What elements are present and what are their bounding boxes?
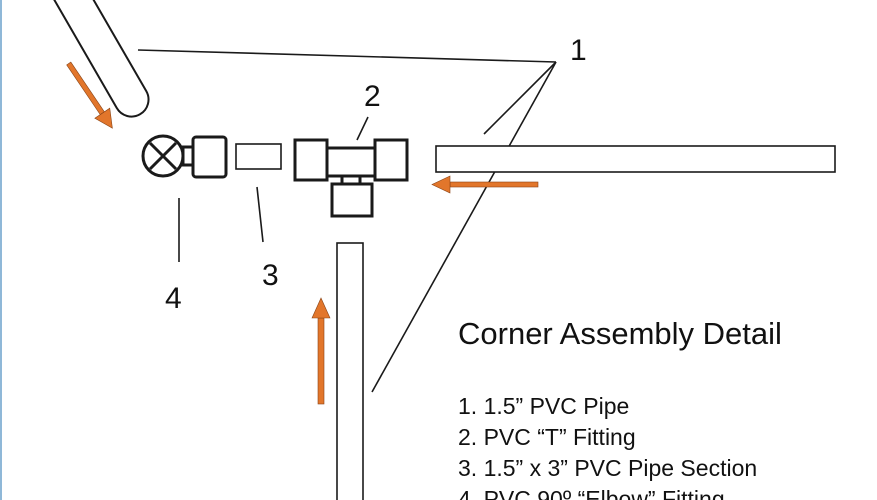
legend-item-3: 3. 1.5” x 3” PVC Pipe Section [458,455,757,481]
elbow-fitting [191,135,228,179]
t-fitting [293,138,409,218]
diagram-title: Corner Assembly Detail [458,316,782,351]
valve-symbol [141,134,195,178]
legend-item-2: 2. PVC “T” Fitting [458,424,636,450]
pipe-section [235,143,282,170]
callout-4: 4 [165,282,182,315]
callout-3-leader [256,186,264,243]
legend-item-4: 4. PVC 90º “Elbow” Fitting [458,486,725,500]
callout-1: 1 [570,34,587,67]
diagonal-pipe [50,0,150,118]
horizontal-pipe [435,145,836,173]
callout-1-leaders [137,49,557,393]
arrow-up [311,297,331,405]
arrow-diagonal [66,61,113,129]
left-edge-rule [0,0,2,500]
legend-item-1: 1. 1.5” PVC Pipe [458,393,629,419]
callout-2-leader [356,116,369,141]
arrow-left [431,175,539,194]
callout-2: 2 [364,80,381,113]
callout-3: 3 [262,259,279,292]
vertical-pipe [336,242,364,500]
